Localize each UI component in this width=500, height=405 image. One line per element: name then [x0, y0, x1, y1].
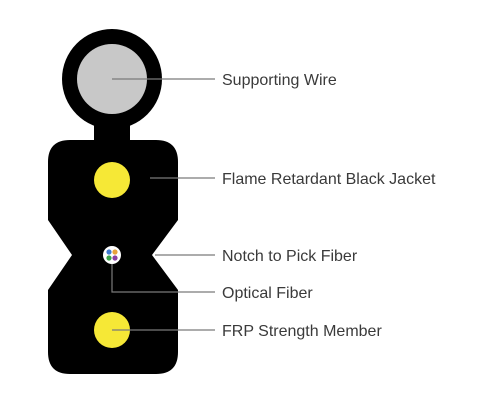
optical-fiber-tube [103, 246, 121, 264]
fiber-strand-2 [112, 249, 118, 255]
label-frp-member: FRP Strength Member [222, 323, 382, 340]
fiber-strand-4 [112, 255, 118, 261]
optical-fiber-bundle [103, 246, 121, 264]
label-optical-fiber: Optical Fiber [222, 285, 313, 302]
fiber-strand-3 [106, 255, 112, 261]
leader-optical-fiber [111, 264, 215, 293]
label-supporting-wire: Supporting Wire [222, 72, 337, 89]
fiber-strand-1 [106, 249, 112, 255]
label-notch: Notch to Pick Fiber [222, 248, 358, 265]
frp-strength-member-top [94, 162, 130, 198]
label-jacket: Flame Retardant Black Jacket [222, 171, 436, 188]
leader-lines [111, 78, 215, 331]
